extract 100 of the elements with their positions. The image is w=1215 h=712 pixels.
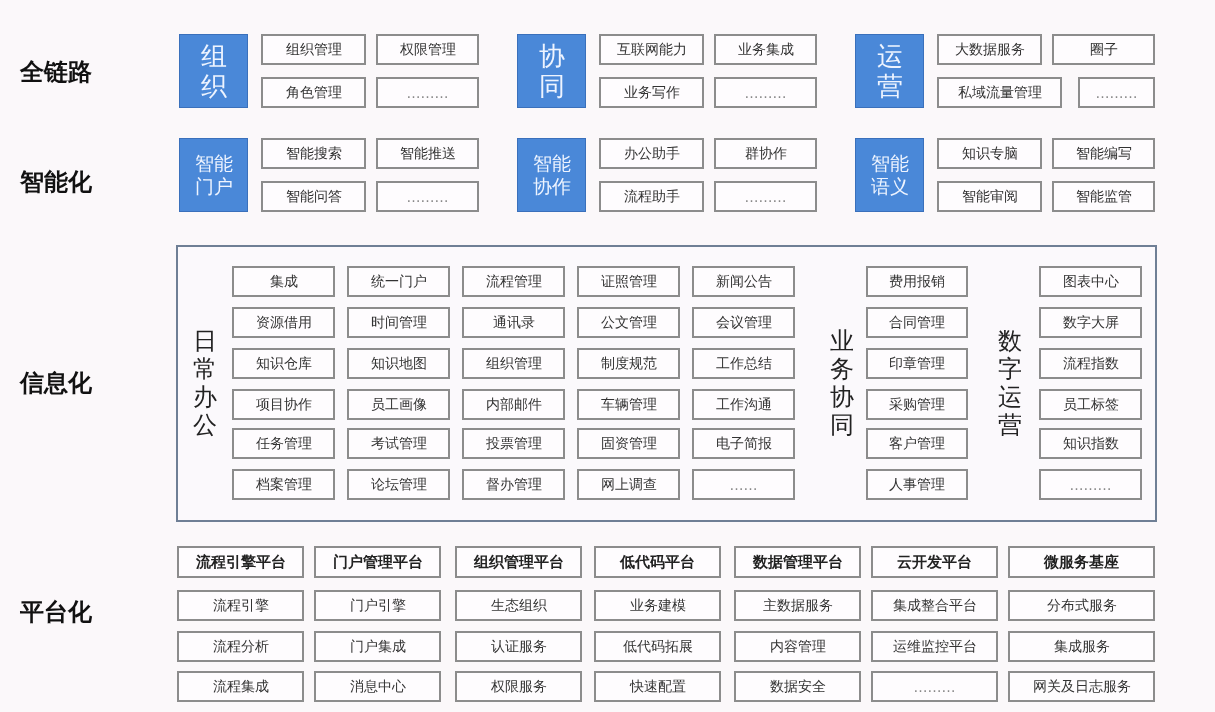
feature-box: 业务建模 <box>594 590 721 621</box>
feature-box: 网关及日志服务 <box>1008 671 1155 702</box>
feature-box: 消息中心 <box>314 671 441 702</box>
feature-box: 智能审阅 <box>937 181 1042 212</box>
feature-box: 督办管理 <box>462 469 565 500</box>
feature-box: 流程管理 <box>462 266 565 297</box>
feature-box: 主数据服务 <box>734 590 861 621</box>
feature-box: 知识地图 <box>347 348 450 379</box>
feature-box: 智能搜索 <box>261 138 366 169</box>
feature-box: ……… <box>1039 469 1142 500</box>
feature-box: 智能推送 <box>376 138 479 169</box>
feature-box: 知识仓库 <box>232 348 335 379</box>
feature-box: 集成 <box>232 266 335 297</box>
layer-label: 平台化 <box>20 597 92 628</box>
feature-box: 统一门户 <box>347 266 450 297</box>
feature-box: 考试管理 <box>347 428 450 459</box>
feature-box: 人事管理 <box>866 469 968 500</box>
feature-box: 门户引擎 <box>314 590 441 621</box>
feature-box: 客户管理 <box>866 428 968 459</box>
feature-box: 分布式服务 <box>1008 590 1155 621</box>
feature-box: 大数据服务 <box>937 34 1042 65</box>
feature-box: 流程助手 <box>599 181 704 212</box>
feature-box: 流程集成 <box>177 671 304 702</box>
feature-box: 低代码拓展 <box>594 631 721 662</box>
feature-box: 角色管理 <box>261 77 366 108</box>
column-heading: 数字运营 <box>997 327 1023 439</box>
feature-box: 组织管理 <box>462 348 565 379</box>
feature-box: 业务写作 <box>599 77 704 108</box>
platform-header-box: 组织管理平台 <box>455 546 582 578</box>
layer-label: 全链路 <box>20 57 92 88</box>
feature-box: 合同管理 <box>866 307 968 338</box>
feature-box: 私域流量管理 <box>937 77 1062 108</box>
feature-box: 论坛管理 <box>347 469 450 500</box>
feature-box: 印章管理 <box>866 348 968 379</box>
feature-box: 生态组织 <box>455 590 582 621</box>
feature-box: 通讯录 <box>462 307 565 338</box>
feature-box: 制度规范 <box>577 348 680 379</box>
feature-box: 投票管理 <box>462 428 565 459</box>
feature-box: 集成服务 <box>1008 631 1155 662</box>
feature-box: 员工标签 <box>1039 389 1142 420</box>
module-panel <box>176 245 1157 522</box>
feature-box: 内容管理 <box>734 631 861 662</box>
feature-box: 互联网能力 <box>599 34 704 65</box>
layer-label: 智能化 <box>20 167 92 198</box>
feature-box: 工作沟通 <box>692 389 795 420</box>
feature-box: 权限服务 <box>455 671 582 702</box>
feature-box: ……… <box>714 181 817 212</box>
feature-box: 数据安全 <box>734 671 861 702</box>
feature-box: …… <box>692 469 795 500</box>
feature-box: ……… <box>376 77 479 108</box>
feature-box: 流程分析 <box>177 631 304 662</box>
feature-box: 流程引擎 <box>177 590 304 621</box>
feature-box: 权限管理 <box>376 34 479 65</box>
feature-box: 证照管理 <box>577 266 680 297</box>
platform-header-box: 门户管理平台 <box>314 546 441 578</box>
feature-box: 采购管理 <box>866 389 968 420</box>
feature-box: 任务管理 <box>232 428 335 459</box>
feature-box: 车辆管理 <box>577 389 680 420</box>
feature-box: 员工画像 <box>347 389 450 420</box>
feature-box: 电子简报 <box>692 428 795 459</box>
feature-box: 费用报销 <box>866 266 968 297</box>
platform-header-box: 低代码平台 <box>594 546 721 578</box>
category-box: 运营 <box>855 34 924 108</box>
feature-box: 运维监控平台 <box>871 631 998 662</box>
category-box: 协同 <box>517 34 586 108</box>
feature-box: 内部邮件 <box>462 389 565 420</box>
platform-header-box: 微服务基座 <box>1008 546 1155 578</box>
feature-box: 新闻公告 <box>692 266 795 297</box>
feature-box: 办公助手 <box>599 138 704 169</box>
feature-box: 快速配置 <box>594 671 721 702</box>
feature-box: ……… <box>1078 77 1155 108</box>
feature-box: 工作总结 <box>692 348 795 379</box>
feature-box: 组织管理 <box>261 34 366 65</box>
category-box: 智能门户 <box>179 138 248 212</box>
feature-box: 项目协作 <box>232 389 335 420</box>
feature-box: 固资管理 <box>577 428 680 459</box>
feature-box: 图表中心 <box>1039 266 1142 297</box>
feature-box: 知识指数 <box>1039 428 1142 459</box>
feature-box: 公文管理 <box>577 307 680 338</box>
feature-box: 时间管理 <box>347 307 450 338</box>
platform-header-box: 流程引擎平台 <box>177 546 304 578</box>
feature-box: 门户集成 <box>314 631 441 662</box>
feature-box: 会议管理 <box>692 307 795 338</box>
platform-header-box: 云开发平台 <box>871 546 998 578</box>
feature-box: 网上调查 <box>577 469 680 500</box>
layer-label: 信息化 <box>20 368 92 399</box>
feature-box: 数字大屏 <box>1039 307 1142 338</box>
feature-box: 流程指数 <box>1039 348 1142 379</box>
feature-box: 认证服务 <box>455 631 582 662</box>
feature-box: 知识专脑 <box>937 138 1042 169</box>
feature-box: 智能问答 <box>261 181 366 212</box>
category-box: 智能协作 <box>517 138 586 212</box>
feature-box: 档案管理 <box>232 469 335 500</box>
feature-box: 业务集成 <box>714 34 817 65</box>
category-box: 智能语义 <box>855 138 924 212</box>
platform-header-box: 数据管理平台 <box>734 546 861 578</box>
column-heading: 业务协同 <box>829 327 855 439</box>
column-heading: 日常办公 <box>192 327 218 439</box>
feature-box: 集成整合平台 <box>871 590 998 621</box>
feature-box: ……… <box>871 671 998 702</box>
